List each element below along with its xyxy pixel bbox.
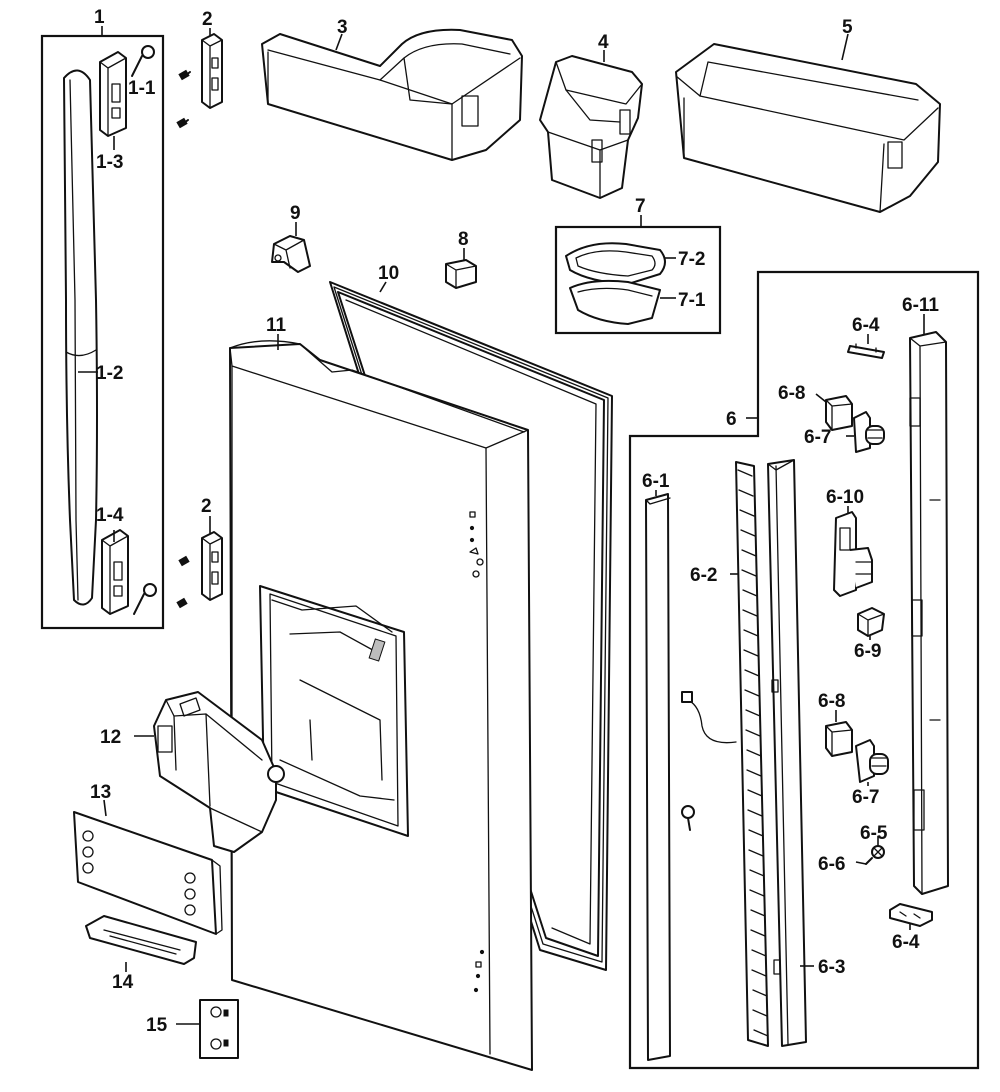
- label-6-10: 6-10: [826, 487, 864, 508]
- trim-stopper-part: [857, 607, 885, 637]
- cup-frame-part: [565, 242, 666, 285]
- label-6-11: 6-11: [902, 295, 939, 316]
- trim-hinge-bottom: [855, 739, 889, 783]
- trim-channel-part: [767, 459, 807, 1047]
- part-labels: 1 1-1 1-3 1-2 1-4 2 2 3 4 5 7 7-2 7-1 8 …: [90, 7, 939, 1036]
- trim-spring-part: [865, 845, 885, 865]
- label-12: 12: [100, 727, 121, 748]
- label-6-6: 6-6: [818, 854, 845, 875]
- label-1-1: 1-1: [128, 78, 156, 99]
- label-13: 13: [90, 782, 111, 803]
- label-2-top: 2: [202, 9, 213, 30]
- label-1-3: 1-3: [96, 152, 123, 173]
- label-6-4-bottom: 6-4: [892, 932, 920, 953]
- label-5: 5: [842, 17, 853, 38]
- trim-holder-bottom: [825, 721, 853, 757]
- handle-bar-part: [63, 69, 98, 606]
- handle-assembly-group: [40, 26, 165, 630]
- door-trim-assembly-box: [628, 270, 980, 1070]
- label-14: 14: [112, 972, 134, 993]
- door-trim-assembly-group: [628, 270, 980, 1070]
- trim-holder-top: [825, 395, 853, 431]
- outlet-cover-part: [199, 999, 239, 1059]
- door-guard-bin-large: [261, 28, 523, 161]
- label-2-bottom: 2: [201, 496, 212, 517]
- drip-tray-part: [85, 915, 197, 965]
- dispenser-panel-part: [73, 811, 223, 935]
- upper-hinge-clip-part: [176, 33, 223, 129]
- label-10: 10: [378, 263, 399, 284]
- label-6: 6: [726, 409, 737, 430]
- ice-dispenser-unit-part: [153, 691, 285, 853]
- label-1-2: 1-2: [96, 363, 123, 384]
- label-9: 9: [290, 203, 301, 224]
- label-7-1: 7-1: [678, 290, 706, 311]
- handle-bottom-clip-part: [101, 529, 129, 615]
- handle-top-clip-part: [99, 51, 127, 137]
- dispenser-recess: [259, 585, 409, 837]
- handle-screw-top: [131, 45, 155, 77]
- label-11: 11: [266, 315, 287, 336]
- door-guard-bin-right: [675, 43, 941, 213]
- cup-tray-part: [569, 279, 661, 325]
- label-4: 4: [598, 32, 609, 53]
- label-7: 7: [635, 196, 646, 217]
- label-6-5: 6-5: [860, 823, 888, 844]
- handle-screw-bottom: [133, 583, 157, 615]
- small-cap-part: [445, 259, 477, 289]
- label-6-7-top: 6-7: [804, 427, 831, 448]
- label-6-3: 6-3: [818, 957, 845, 978]
- label-6-8-bottom: 6-8: [818, 691, 845, 712]
- label-6-9: 6-9: [854, 641, 881, 662]
- label-1: 1: [94, 7, 105, 28]
- cup-assembly-group: [554, 215, 722, 335]
- label-15: 15: [146, 1015, 168, 1036]
- heater-strip: [735, 461, 769, 1047]
- trim-bracket-part: [833, 511, 873, 597]
- label-7-2: 7-2: [678, 249, 705, 270]
- trim-strip-left: [645, 493, 671, 1061]
- trim-hinge-top: [853, 411, 885, 453]
- label-8: 8: [458, 229, 469, 250]
- label-1-4: 1-4: [96, 505, 124, 526]
- label-6-2: 6-2: [690, 565, 717, 586]
- trim-screw: [681, 805, 695, 831]
- trim-clip-top: [847, 343, 885, 359]
- lower-hinge-clip-part: [176, 531, 223, 609]
- label-3: 3: [337, 17, 348, 38]
- trim-rail-part: [909, 331, 949, 895]
- hinge-cover-part: [271, 235, 311, 273]
- label-6-8-top: 6-8: [778, 383, 805, 404]
- heater-wire: [681, 691, 737, 744]
- cup-assembly-box: [554, 225, 722, 335]
- trim-clip-bottom: [889, 903, 933, 927]
- label-6-7-bottom: 6-7: [852, 787, 879, 808]
- label-6-1: 6-1: [642, 471, 670, 492]
- label-6-4-top: 6-4: [852, 315, 880, 336]
- door-guard-bin-small: [539, 55, 643, 199]
